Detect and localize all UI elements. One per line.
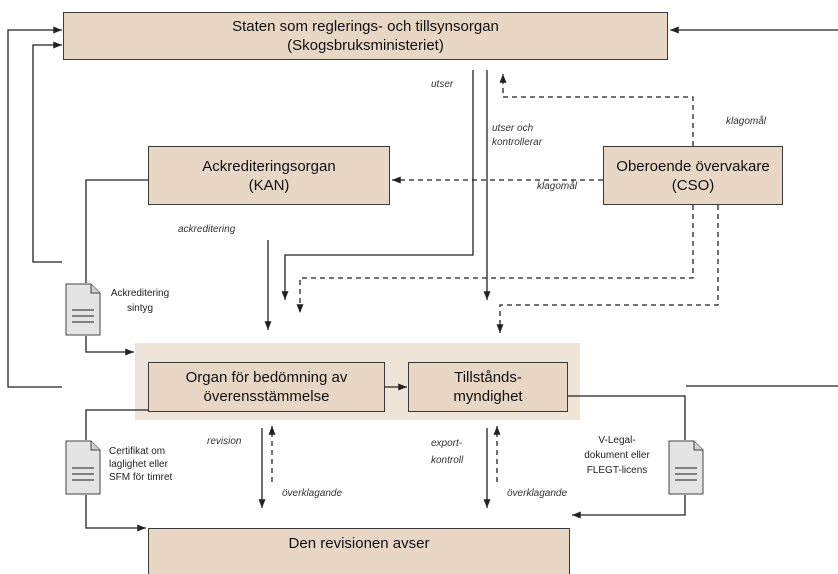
accreditation-body-title: Ackrediteringsorgan [202, 157, 336, 175]
export-control-label: export- kontroll [431, 438, 464, 466]
accreditation-document-label: Ackreditering sintyg [110, 288, 170, 314]
cso-monitor-licensing-arrow [496, 205, 719, 333]
appoints-controls-label: utser och kontrollerar [492, 123, 543, 148]
licensing-authority-line1: Tillstånds- [454, 369, 522, 386]
audit-label: revision [207, 436, 242, 447]
audited-party-box: Den revisionen avser [148, 528, 570, 574]
conformity-body-line1: Organ för bedömning av [185, 369, 348, 386]
accreditation-doc-to-band [85, 336, 134, 356]
licensing-authority-box: Tillstånds- myndighet [408, 362, 568, 412]
independent-monitor-subtitle: (CSO) [671, 176, 715, 194]
licensing-to-export-doc [568, 395, 686, 440]
conformity-to-certificate-doc [85, 409, 148, 440]
state-appoints-conformity-arrow [281, 70, 474, 300]
left-inner-loop-to-state [32, 41, 62, 263]
export-doc-to-audited [572, 495, 686, 519]
complaint-to-kan-label: klagomål [537, 181, 578, 192]
state-box-subtitle: (Skogsbruksministeriet) [287, 37, 444, 54]
appeal-right-label: överklagande [507, 488, 568, 499]
audited-party-title: Den revisionen avser [288, 535, 430, 552]
accreditation-body-box: Ackrediteringsorgan (KAN) [148, 146, 390, 205]
cso-complaint-to-state-arrow [499, 74, 694, 146]
complaint-to-state-label: klagomål [726, 116, 767, 127]
accreditation-document-icon [65, 283, 101, 336]
cso-monitor-conformity-arrow [296, 205, 694, 313]
licensing-authority-line2: myndighet [453, 388, 523, 405]
certificate-document-icon [65, 440, 101, 495]
conformity-body-box: Organ för bedömning av överensstämmelse [148, 362, 385, 412]
appeal-left-label: överklagande [282, 488, 343, 499]
export-license-document-icon [668, 440, 704, 495]
independent-monitor-box: Oberoende övervakare (CSO) [603, 146, 783, 205]
export-license-document-label: V-Legal- dokument eller FLEGT-licens [584, 435, 650, 476]
conformity-body-line2: överensstämmelse [203, 388, 330, 405]
appoints-label: utser [431, 79, 454, 90]
state-box: Staten som reglerings- och tillsynsorgan… [63, 12, 668, 60]
accreditation-body-subtitle: (KAN) [248, 176, 290, 194]
state-box-title: Staten som reglerings- och tillsynsorgan [232, 18, 499, 35]
certificate-document-label: Certifikat om laglighet eller SFM för ti… [109, 446, 173, 483]
left-outer-loop-to-state [7, 26, 62, 388]
accreditation-label: ackreditering [178, 224, 236, 235]
kan-to-accreditation-doc [85, 179, 148, 283]
independent-monitor-title: Oberoende övervakare [616, 157, 770, 175]
certificate-doc-to-audited [85, 495, 146, 532]
